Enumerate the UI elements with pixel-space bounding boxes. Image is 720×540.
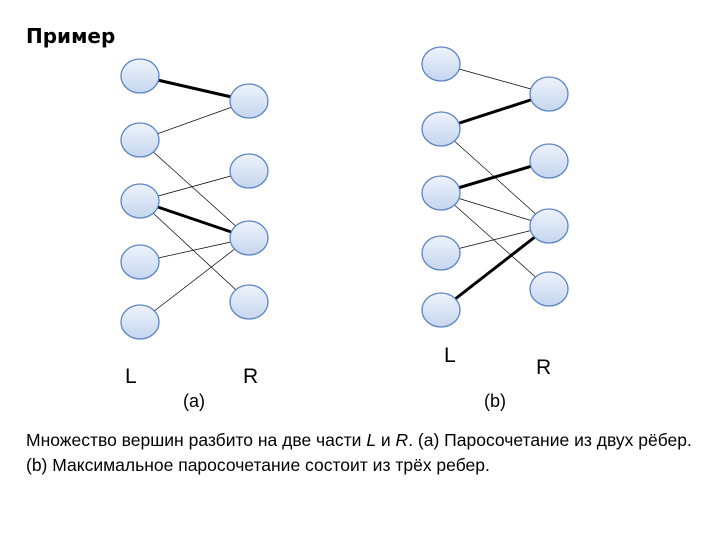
node-l2 (120, 122, 160, 158)
node-l4 (421, 235, 461, 271)
description-R: R (395, 430, 409, 450)
description-L: L (366, 430, 377, 450)
description-part2: . (a) Паросочетание из двух рёбер. (b) М… (26, 430, 692, 475)
diagram-b: L R (b) (421, 46, 569, 411)
description-text: Множество вершин разбито на две части L … (26, 428, 706, 478)
node-l3 (120, 183, 160, 219)
label-left-b: L (444, 344, 456, 367)
node-r1 (229, 83, 269, 119)
node-l3 (421, 175, 461, 211)
edge (139, 139, 250, 239)
node-r2 (529, 143, 569, 179)
node-l1 (120, 58, 160, 94)
node-l2 (421, 111, 461, 147)
description-part1: Множество вершин разбито на две части (26, 430, 367, 450)
description-and: и (376, 430, 396, 450)
diagram-a: L R (a) (120, 58, 269, 411)
node-l4 (120, 244, 160, 280)
node-l5 (120, 304, 160, 340)
caption-b: (b) (484, 391, 506, 411)
edge (139, 200, 250, 303)
node-r3 (529, 208, 569, 244)
node-r2 (229, 153, 269, 189)
label-right-a: R (243, 365, 258, 388)
node-r4 (529, 271, 569, 307)
node-l1 (421, 46, 461, 82)
matching-edge (440, 224, 550, 312)
edge (440, 192, 550, 290)
edge (139, 237, 250, 323)
node-l5 (421, 292, 461, 328)
label-right-b: R (536, 356, 551, 379)
node-r4 (229, 284, 269, 320)
node-r3 (229, 220, 269, 256)
label-left-a: L (125, 365, 137, 388)
caption-a: (a) (183, 391, 205, 411)
slide-title: Пример (26, 24, 116, 48)
node-r1 (529, 76, 569, 112)
